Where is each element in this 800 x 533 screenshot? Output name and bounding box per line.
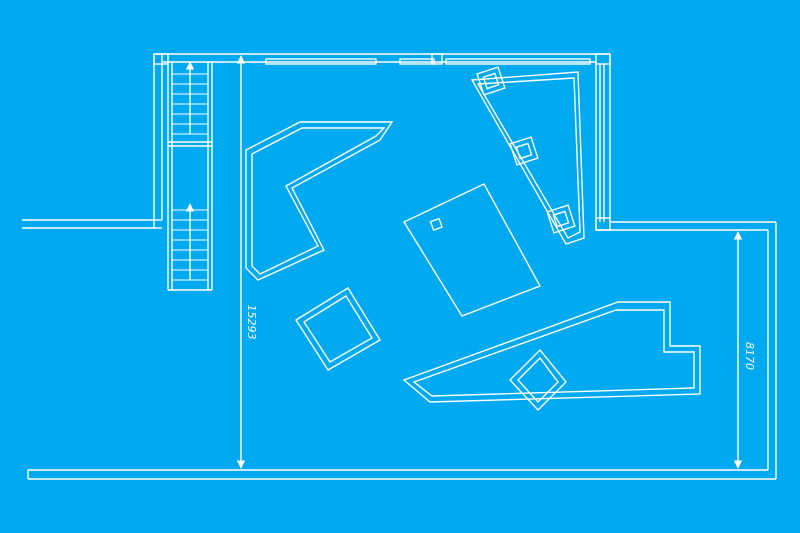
diagonal-display-unit [470, 66, 585, 245]
diamond-pedestal [509, 348, 567, 412]
square-pedestal [295, 287, 381, 371]
windows [265, 58, 591, 65]
dimension-label-left: 15293 [245, 305, 258, 340]
outer-walls [22, 53, 777, 480]
central-table [402, 183, 541, 317]
dimension-label-right: 8170 [743, 342, 756, 370]
angular-partition [245, 121, 394, 281]
staircase [167, 61, 213, 291]
long-angular-counter [402, 301, 701, 403]
